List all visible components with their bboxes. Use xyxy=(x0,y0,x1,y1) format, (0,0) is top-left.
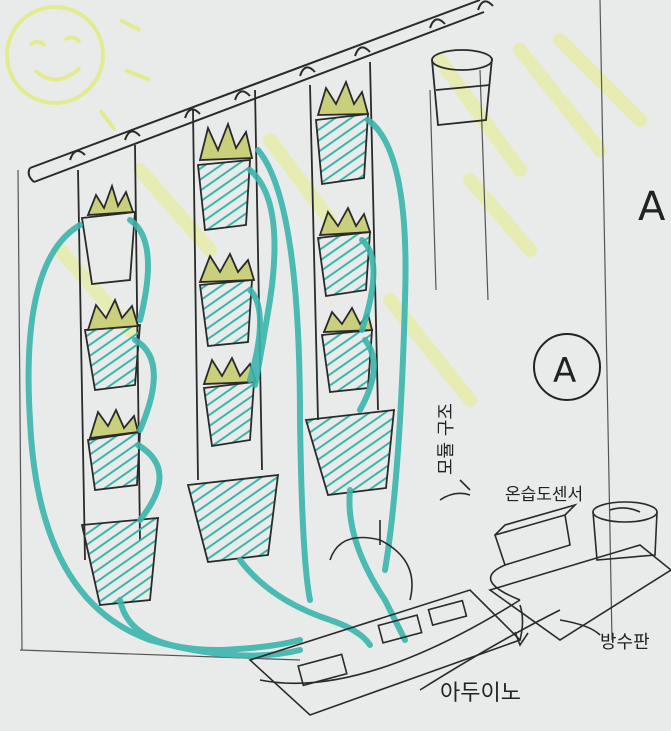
controller-label: 아두이노 xyxy=(440,681,521,706)
vertical-note-label: 모듈 구조 xyxy=(436,403,457,475)
base-label: 방수판 xyxy=(600,632,650,653)
circle-mark-label: A xyxy=(553,351,576,391)
corner-mark-label: A xyxy=(638,184,666,230)
sensor-label: 온습도센서 xyxy=(505,485,583,505)
